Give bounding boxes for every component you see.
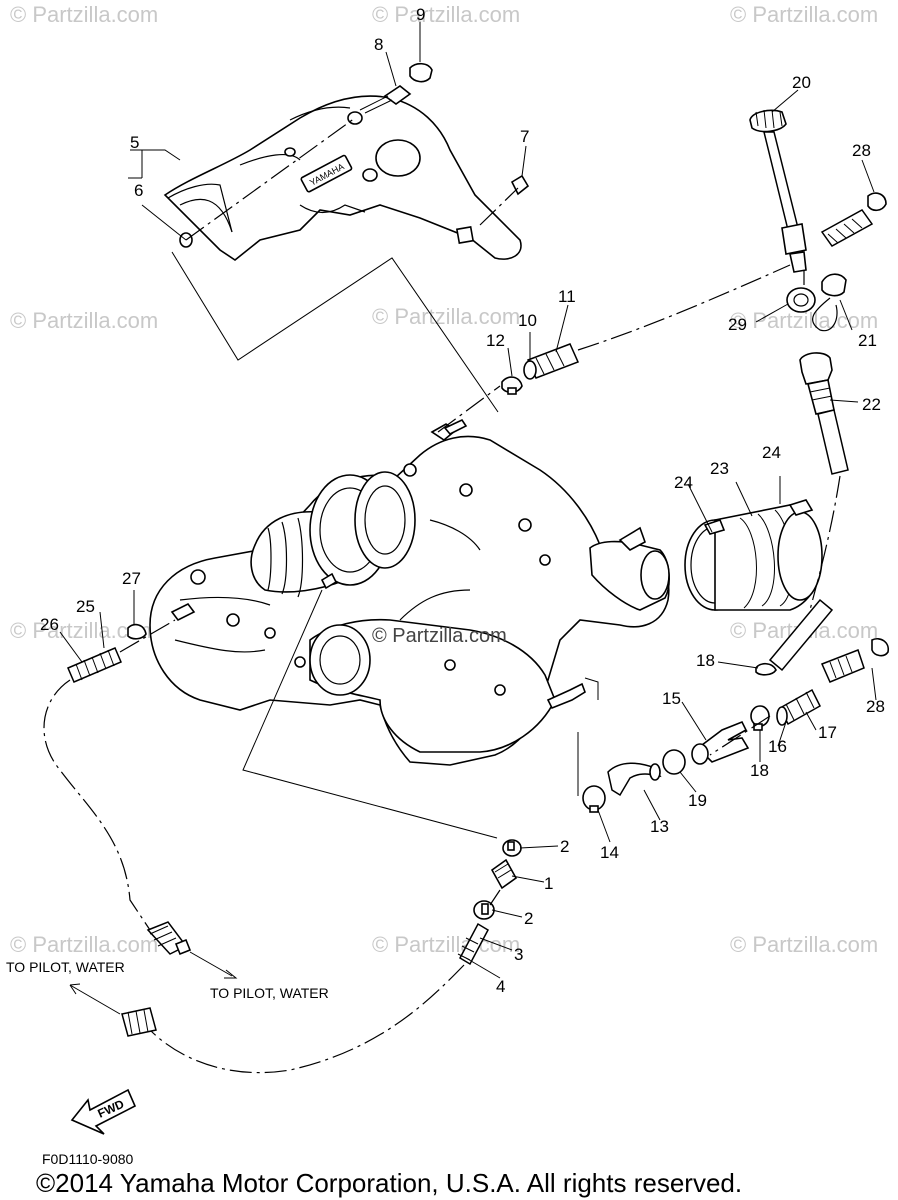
callout-18: 18: [750, 761, 769, 780]
fitting-22: [799, 352, 849, 475]
callout-16: 16: [768, 737, 787, 756]
hose-13: [607, 762, 662, 797]
callout-22: 22: [862, 395, 881, 414]
callout-13: 13: [650, 817, 669, 836]
cap-9: [409, 62, 433, 83]
callout-2: 2: [524, 909, 533, 928]
callout-27: 27: [122, 569, 141, 588]
watermark: © Partzilla.com: [10, 932, 158, 957]
callout-25: 25: [76, 597, 95, 616]
callout-11: 11: [558, 287, 576, 306]
callout-12: 12: [486, 331, 505, 350]
hose-28-top: [820, 192, 887, 247]
callout-14: 14: [600, 843, 619, 862]
callout-20: 20: [792, 73, 811, 92]
watermark: © Partzilla.com: [372, 932, 520, 957]
callout-3: 3: [514, 945, 523, 964]
callout-28: 28: [852, 141, 871, 160]
callout-17: 17: [818, 723, 837, 742]
callout-6: 6: [134, 181, 143, 200]
callout-10: 10: [518, 311, 537, 330]
callout-29: 29: [728, 315, 747, 334]
callout-24: 24: [674, 473, 693, 492]
watermark: © Partzilla.com: [372, 2, 520, 27]
callout-1: 1: [544, 874, 553, 893]
center-watermark: © Partzilla.com: [372, 625, 507, 647]
callout-5: 5: [130, 133, 139, 152]
callout-4: 4: [496, 977, 505, 996]
bolt-8: [359, 85, 412, 114]
callout-28: 28: [866, 697, 885, 716]
hose-26: [67, 647, 122, 683]
note-to-pilot-water-left: TO PILOT, WATER: [6, 959, 125, 975]
hose-3-4: [457, 922, 489, 966]
joint-hose-23: [684, 499, 823, 611]
hose-28-right: [820, 637, 890, 683]
cap-21: [812, 273, 847, 332]
pipe-18-upper: [755, 598, 834, 676]
callout-8: 8: [374, 35, 383, 54]
exhaust-manifold: [149, 418, 670, 766]
callout-2: 2: [560, 837, 569, 856]
clamp-14: [582, 785, 606, 813]
callout-leaders: [59, 22, 877, 979]
watermark: © Partzilla.com: [10, 2, 158, 27]
joint-15: [691, 720, 750, 765]
watermark: © Partzilla.com: [10, 308, 158, 333]
callout-7: 7: [520, 127, 529, 146]
note-to-pilot-water-right: TO PILOT, WATER: [210, 985, 329, 1001]
callout-24: 24: [762, 443, 781, 462]
joint-1: [490, 858, 518, 890]
watermark: © Partzilla.com: [730, 932, 878, 957]
watermark: © Partzilla.com: [372, 304, 520, 329]
hose-11: [523, 343, 580, 380]
hose-to-pilot-lower: [121, 1007, 157, 1037]
callout-9: 9: [416, 5, 425, 24]
clamp-2-lower: [473, 900, 495, 920]
callout-15: 15: [662, 689, 681, 708]
copyright-notice: ©2014 Yamaha Motor Corporation, U.S.A. A…: [36, 1168, 742, 1198]
fwd-arrow-icon: FWD: [70, 1088, 137, 1135]
callout-labels: 1 2 2 3 4 5 6 7 8 9 10 11 12 13 14 15 16…: [40, 5, 885, 996]
callout-23: 23: [710, 459, 729, 478]
callout-21: 21: [858, 331, 877, 350]
hose-to-pilot-upper: [146, 921, 192, 956]
exhaust-cover: YAMAHA: [163, 95, 522, 261]
clamp-19: [662, 749, 686, 775]
callout-18: 18: [696, 651, 715, 670]
watermark: © Partzilla.com: [730, 2, 878, 27]
callout-26: 26: [40, 615, 59, 634]
nut-29: [786, 287, 816, 313]
diagram-code: F0D1110-9080: [42, 1151, 134, 1167]
hose-fitting-20: [749, 109, 807, 273]
clamp-27: [127, 623, 147, 640]
callout-19: 19: [688, 791, 707, 810]
clamp-12: [501, 376, 523, 395]
hose-16-17: [776, 688, 821, 726]
clamp-2-upper: [502, 839, 522, 857]
